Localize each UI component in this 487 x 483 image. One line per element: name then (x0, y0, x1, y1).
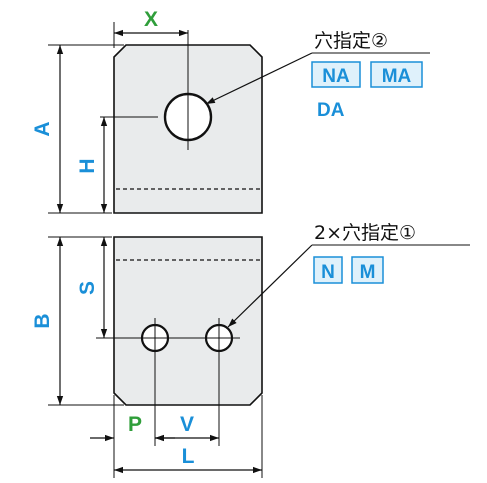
p-label: P (128, 413, 142, 436)
dimension-a: A (31, 44, 124, 214)
bottom-callout-leader (227, 244, 313, 328)
top-callout-label: 穴指定② (314, 30, 388, 52)
dimension-v: V (155, 413, 219, 442)
code-box-m (351, 256, 384, 284)
dimension-b: B (31, 236, 124, 406)
code-da-text: DA (317, 100, 345, 121)
code-m-text: M (360, 262, 376, 283)
l-label: L (182, 445, 195, 468)
code-n-text: N (321, 262, 335, 283)
bottom-holes-callout: 2×穴指定① N M (227, 222, 470, 328)
dimension-l: L (114, 395, 263, 478)
bottom-part-view (96, 236, 263, 446)
x-label: X (144, 8, 158, 31)
bottom-callout-label: 2×穴指定① (314, 222, 416, 244)
top-callout-leader (205, 52, 313, 105)
top-part-view (100, 30, 263, 214)
dimension-s: S (76, 237, 108, 338)
code-na-text: NA (322, 66, 350, 87)
code-ma-text: MA (382, 66, 412, 87)
bottom-part-body (113, 236, 263, 406)
dimension-p: P (90, 395, 175, 478)
a-label: A (31, 121, 54, 136)
top-hole-callout: 穴指定② NA MA DA (205, 30, 430, 121)
dimension-x: X (113, 8, 188, 48)
code-box-n (313, 256, 343, 284)
code-box-ma (370, 61, 423, 88)
h-label: H (76, 158, 99, 173)
s-label: S (76, 281, 99, 295)
v-label: V (180, 413, 194, 436)
b-label: B (31, 313, 54, 328)
dimension-h: H (76, 117, 108, 213)
code-box-na (311, 61, 361, 88)
